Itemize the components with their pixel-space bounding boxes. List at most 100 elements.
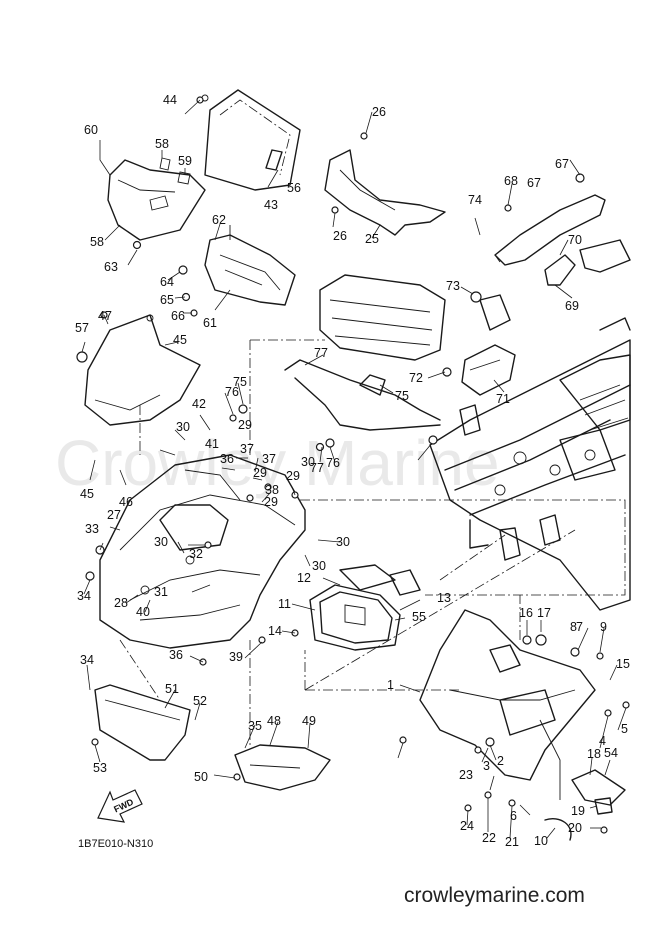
callout-34: 34 bbox=[77, 589, 91, 603]
callout-20: 20 bbox=[568, 821, 582, 835]
callout-1: 1 bbox=[387, 678, 394, 692]
callout-50: 50 bbox=[194, 770, 208, 784]
callout-72: 72 bbox=[409, 371, 423, 385]
callout-47: 47 bbox=[98, 309, 112, 323]
callout-53: 53 bbox=[93, 761, 107, 775]
trim-strip bbox=[544, 818, 572, 841]
callout-75: 75 bbox=[233, 375, 247, 389]
callout-52: 52 bbox=[193, 694, 207, 708]
callout-37: 37 bbox=[240, 442, 254, 456]
callout-46: 46 bbox=[119, 495, 133, 509]
callout-30: 30 bbox=[336, 535, 350, 549]
meter-bracket bbox=[204, 225, 296, 306]
callout-77: 77 bbox=[314, 346, 328, 360]
callout-76: 76 bbox=[326, 456, 340, 470]
callout-30: 30 bbox=[154, 535, 168, 549]
callout-55: 55 bbox=[412, 610, 426, 624]
callout-58: 58 bbox=[90, 235, 104, 249]
callout-4: 4 bbox=[599, 734, 606, 748]
headlight bbox=[309, 564, 421, 651]
callout-75: 75 bbox=[395, 389, 409, 403]
callout-26: 26 bbox=[333, 229, 347, 243]
callout-36: 36 bbox=[220, 452, 234, 466]
callout-73: 73 bbox=[446, 279, 460, 293]
callout-58: 58 bbox=[155, 137, 169, 151]
callout-7: 7 bbox=[576, 620, 583, 634]
bracket-53 bbox=[571, 769, 626, 815]
callout-29: 29 bbox=[264, 495, 278, 509]
callout-10: 10 bbox=[534, 834, 548, 848]
callout-61: 61 bbox=[203, 316, 217, 330]
callout-62: 62 bbox=[212, 213, 226, 227]
callout-19: 19 bbox=[571, 804, 585, 818]
callout-74: 74 bbox=[468, 193, 482, 207]
callout-14: 14 bbox=[268, 624, 282, 638]
callout-37: 37 bbox=[262, 452, 276, 466]
callout-27: 27 bbox=[107, 508, 121, 522]
callout-21: 21 bbox=[505, 835, 519, 849]
callout-44: 44 bbox=[163, 93, 177, 107]
callout-32: 32 bbox=[189, 547, 203, 561]
callout-30: 30 bbox=[176, 420, 190, 434]
callout-45: 45 bbox=[173, 333, 187, 347]
callout-31: 31 bbox=[154, 585, 168, 599]
callout-24: 24 bbox=[460, 819, 474, 833]
lower-cover-50 bbox=[94, 684, 191, 761]
callout-38: 38 bbox=[265, 483, 279, 497]
callout-41: 41 bbox=[205, 437, 219, 451]
inner-cover bbox=[324, 149, 446, 236]
handle-stay bbox=[494, 194, 631, 286]
callout-67: 67 bbox=[555, 157, 569, 171]
fwd-arrow: FWD bbox=[97, 789, 143, 823]
site-label: crowleymarine.com bbox=[404, 884, 585, 907]
callout-49: 49 bbox=[302, 714, 316, 728]
callout-3: 3 bbox=[483, 759, 490, 773]
callout-25: 25 bbox=[365, 232, 379, 246]
callout-18: 18 bbox=[587, 747, 601, 761]
frame bbox=[429, 317, 631, 611]
callout-12: 12 bbox=[297, 571, 311, 585]
callout-71: 71 bbox=[496, 392, 510, 406]
callout-43: 43 bbox=[264, 198, 278, 212]
upper-cowl-panel bbox=[107, 157, 206, 241]
callout-59: 59 bbox=[178, 154, 192, 168]
callout-29: 29 bbox=[286, 469, 300, 483]
callout-66: 66 bbox=[171, 309, 185, 323]
headlight-stay bbox=[284, 274, 446, 431]
side-panel bbox=[419, 609, 596, 800]
callout-30: 30 bbox=[301, 455, 315, 469]
callout-65: 65 bbox=[160, 293, 174, 307]
leader-lines bbox=[81, 99, 627, 839]
callout-70: 70 bbox=[568, 233, 582, 247]
front-panel bbox=[84, 314, 201, 426]
callout-22: 22 bbox=[482, 831, 496, 845]
callout-76: 76 bbox=[225, 385, 239, 399]
callout-9: 9 bbox=[600, 620, 607, 634]
lower-cover-47 bbox=[234, 744, 331, 791]
callout-45: 45 bbox=[80, 487, 94, 501]
callout-28: 28 bbox=[114, 596, 128, 610]
callout-2: 2 bbox=[497, 754, 504, 768]
callout-54: 54 bbox=[604, 746, 618, 760]
callout-69: 69 bbox=[565, 299, 579, 313]
callout-13: 13 bbox=[437, 591, 451, 605]
callout-77: 77 bbox=[310, 461, 324, 475]
meter-housing bbox=[461, 294, 516, 396]
callout-64: 64 bbox=[160, 275, 174, 289]
callout-51: 51 bbox=[165, 682, 179, 696]
callout-68: 68 bbox=[504, 174, 518, 188]
front-cowling bbox=[99, 454, 306, 649]
callout-39: 39 bbox=[229, 650, 243, 664]
callout-11: 11 bbox=[278, 597, 291, 611]
diagram-code: 1B7E010-N310 bbox=[78, 838, 153, 850]
callout-30: 30 bbox=[312, 559, 326, 573]
callout-36: 36 bbox=[169, 648, 183, 662]
callout-63: 63 bbox=[104, 260, 118, 274]
callout-67: 67 bbox=[527, 176, 541, 190]
callout-34: 34 bbox=[80, 653, 94, 667]
callout-48: 48 bbox=[267, 714, 281, 728]
callout-17: 17 bbox=[537, 606, 551, 620]
callout-26: 26 bbox=[372, 105, 386, 119]
